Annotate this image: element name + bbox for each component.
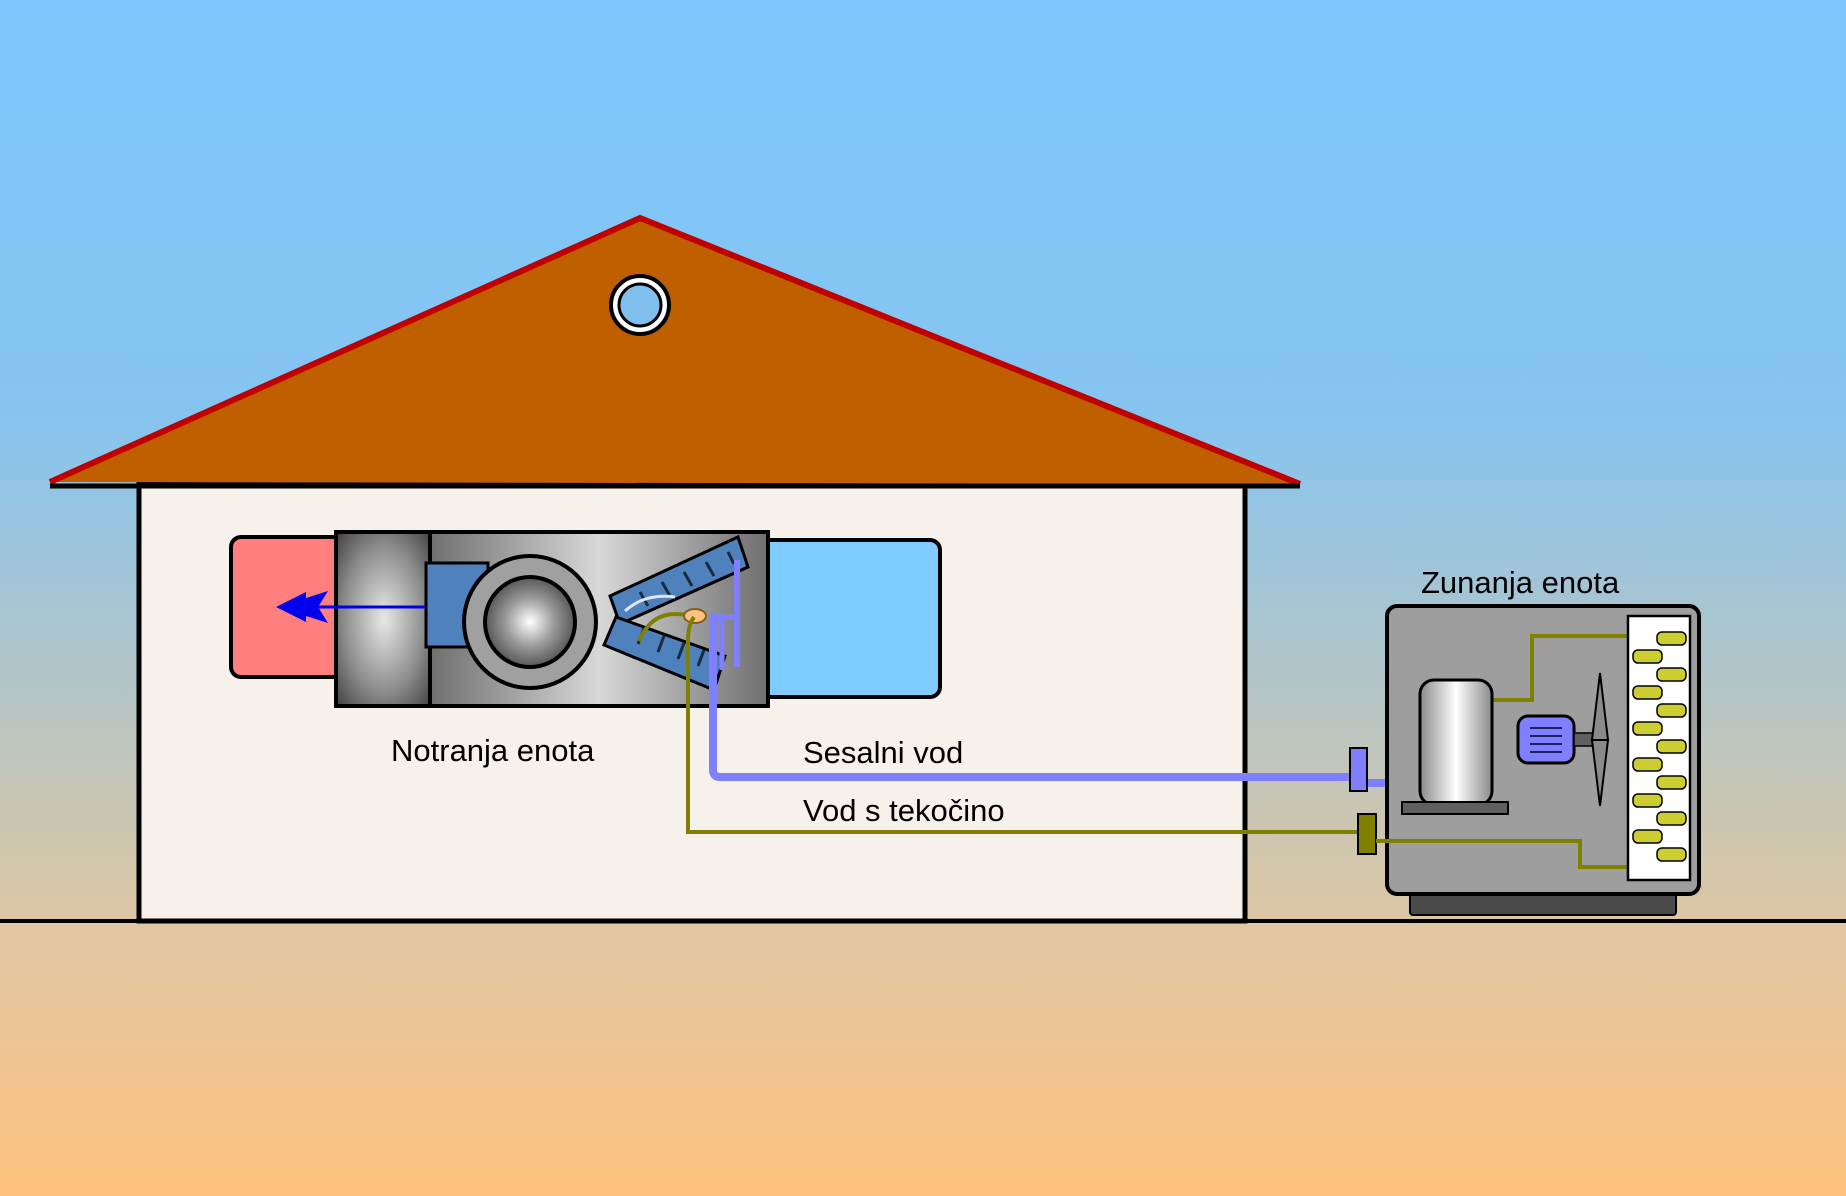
discharge-line: [1492, 634, 1633, 702]
motor-icon: [1516, 714, 1603, 765]
condenser-coil-icon: [1626, 614, 1692, 882]
liquid-service-valve: [1357, 813, 1377, 855]
ground: [0, 922, 1846, 1196]
expansion-valve: [637, 608, 707, 642]
roof: [48, 214, 1302, 489]
liquid-line-internal: [1376, 839, 1655, 869]
suction-line-label: Sesalni vod: [803, 735, 963, 770]
suction-line: [709, 613, 1420, 787]
outdoor-unit: [1376, 604, 1701, 916]
airflow-arrow-head: [278, 591, 328, 623]
service-valve-icon: [1349, 747, 1368, 792]
attic-vent-icon: [609, 274, 671, 336]
outdoor-unit-label: Zunanja enota: [1421, 565, 1620, 600]
indoor-unit-label: Notranja enota: [391, 733, 595, 768]
propeller-icon: [1590, 672, 1610, 807]
fan-icon: [462, 554, 598, 690]
liquid-line-label: Vod s tekočino: [803, 793, 1005, 828]
blower-outlet: [334, 530, 434, 708]
compressor-icon: [1401, 678, 1509, 815]
indoor-unit: [229, 530, 942, 708]
